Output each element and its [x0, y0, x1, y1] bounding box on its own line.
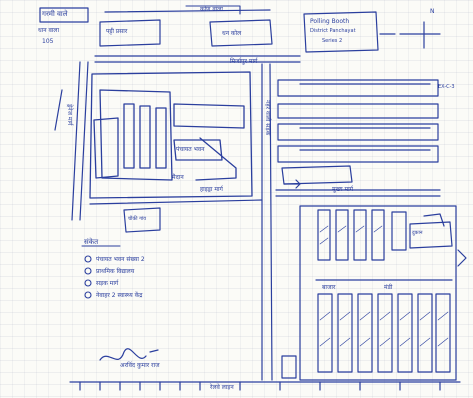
top-center-marker [185, 5, 241, 15]
label-top-right-corner: N [430, 8, 435, 15]
label-shop: दुकान [412, 230, 423, 236]
stamp-line-3: Series 2 [322, 38, 343, 44]
legend-title: संकेत [84, 238, 99, 246]
label-top-center: कोण वाला [200, 6, 223, 13]
legend-item-4: नेवाहर 2 स्वास्थ्य केंद्र [96, 292, 143, 299]
label-building-center: पंचायत भवन [176, 146, 205, 153]
label-box-top-left: पट्टी प्रसार [106, 28, 128, 35]
label-top-left-3: 105 [42, 38, 54, 45]
legend-item-3: सड़क मार्ग [96, 280, 119, 287]
right-upper-rows [277, 79, 439, 185]
label-market-right: मंडी [384, 284, 393, 291]
label-top-left-1: गरमी वाले [42, 10, 68, 18]
direction-arrow [283, 179, 301, 189]
label-road-mid-bottom: हाइड्रा मार्ग [200, 186, 223, 193]
left-road [54, 61, 89, 221]
label-road-left: ड्रेनेज मार्ग [66, 104, 73, 126]
bottom-railway [69, 381, 461, 391]
label-road-top: मिर्जापुर मार्ग [230, 58, 258, 65]
top-row-buildings [94, 9, 301, 63]
label-road-right-vertical: नहर वाली सड़क [264, 100, 271, 136]
label-small-box: चौकी गांव [128, 216, 147, 222]
label-road-right-mid: मुख्य मार्ग [332, 186, 354, 193]
lower-right-market [281, 205, 457, 381]
label-market-left: बाजार [322, 284, 336, 291]
stamp-line-2: District Panchayat [310, 28, 356, 34]
header-box-top-left [39, 7, 89, 23]
legend-item-2: प्राथमिक विद्यालय [96, 268, 135, 275]
signature-scribble [99, 348, 159, 361]
label-yard: मैदान [172, 174, 184, 181]
stamp-line-1: Polling Booth [310, 18, 350, 25]
shop-hatching [319, 225, 449, 347]
polling-booth-stamp [303, 11, 441, 53]
signature-text: अरविंद कुमार राज [120, 362, 160, 369]
legend-bullets [81, 245, 121, 299]
right-mid-road [275, 189, 441, 197]
label-bottom-railway: रेलवे लाइन [210, 384, 234, 391]
label-box-top-mid: धन कोल [222, 30, 242, 37]
center-vertical-road [89, 63, 273, 381]
right-margin-marker [457, 249, 467, 267]
small-post-box [123, 207, 161, 233]
legend-item-1: पंचायत भवन संख्या 2 [96, 256, 145, 263]
label-right-margin-top: EX-C-3 [438, 84, 455, 90]
label-top-left-2: धान वाला [38, 27, 59, 34]
central-compound [89, 71, 253, 199]
